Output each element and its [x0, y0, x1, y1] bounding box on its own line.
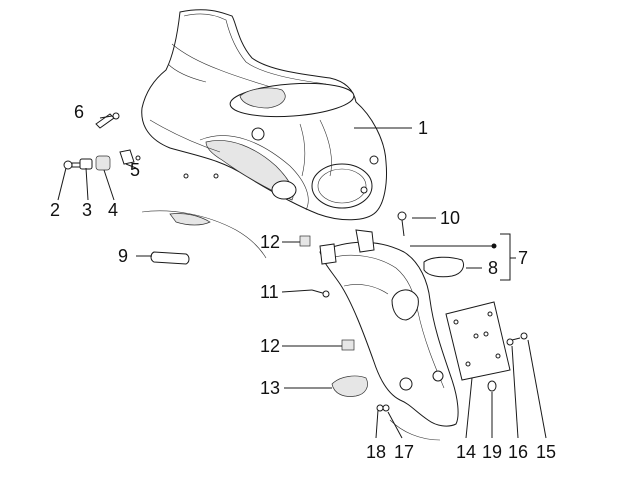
part-13-plate-lamp: [331, 375, 368, 397]
callout-19: 19: [482, 442, 502, 462]
callout-3: 3: [82, 200, 92, 220]
callout-15: 15: [536, 442, 556, 462]
part-6-bulb: [95, 112, 120, 129]
part-18-washer: [376, 404, 384, 412]
callout-12-upper: 12: [260, 232, 280, 252]
part-3-spacer: [79, 158, 93, 170]
callout-6: 6: [74, 102, 84, 122]
callout-14: 14: [456, 442, 476, 462]
callout-8: 8: [488, 258, 498, 278]
leader-lines: [57, 115, 547, 439]
callout-17: 17: [394, 442, 414, 462]
callout-18: 18: [366, 442, 386, 462]
callout-13: 13: [260, 378, 280, 398]
part-4-bushing: [95, 155, 111, 171]
part-12-clip-lower: [341, 339, 355, 351]
callout-9: 9: [118, 246, 128, 266]
part-12-clip-upper: [299, 235, 311, 247]
callout-16: 16: [508, 442, 528, 462]
part-16-washer: [506, 338, 514, 346]
rear-mudguard: [319, 229, 459, 441]
callout-10: 10: [440, 208, 460, 228]
part-1-front-shield: [141, 9, 387, 221]
part-11-screw: [311, 289, 330, 298]
part-8-rear-reflector: [423, 256, 465, 278]
callout-5: 5: [130, 160, 140, 180]
part-15-screw: [511, 332, 528, 341]
callout-12-lower: 12: [260, 336, 280, 356]
callout-1: 1: [418, 118, 428, 138]
part-5-clip: [119, 149, 141, 165]
callout-2: 2: [50, 200, 60, 220]
callout-4: 4: [108, 200, 118, 220]
part-14-plate-holder: [445, 301, 511, 381]
part-10-screw: [397, 211, 407, 237]
part-19-grommet: [487, 380, 497, 392]
inner-shield-panel: [141, 210, 267, 259]
part-9-reflector: [150, 251, 190, 265]
callout-11: 11: [260, 282, 279, 302]
part-17-nut: [382, 404, 390, 412]
callout-7: 7: [518, 248, 528, 268]
